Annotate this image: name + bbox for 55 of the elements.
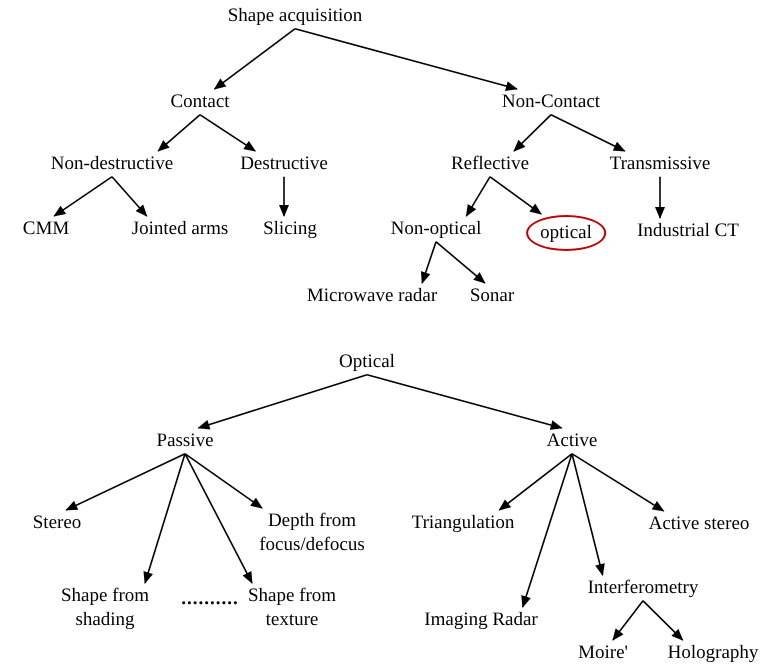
arrow bbox=[294, 28, 518, 91]
node-label: Interferometry bbox=[588, 576, 698, 600]
node-label: Triangulation bbox=[412, 511, 514, 535]
node-label: Moire' bbox=[578, 641, 628, 665]
node-label: Active bbox=[546, 429, 598, 453]
node-label: Sonar bbox=[470, 284, 514, 308]
arrow bbox=[214, 28, 296, 90]
node-label: Shape from shading bbox=[50, 584, 160, 632]
arrow bbox=[612, 600, 644, 641]
node-label: Non-optical bbox=[390, 217, 482, 241]
arrow bbox=[366, 374, 563, 430]
node-label: Reflective bbox=[450, 152, 530, 176]
node-label: Imaging Radar bbox=[424, 608, 538, 632]
arrow bbox=[572, 453, 664, 512]
node-label: Transmissive bbox=[610, 152, 710, 176]
arrow bbox=[279, 176, 289, 217]
node-label: Destructive bbox=[240, 152, 328, 176]
node-label: Microwave radar bbox=[306, 284, 438, 308]
arrow bbox=[655, 176, 665, 219]
arrow bbox=[490, 176, 542, 215]
arrow bbox=[111, 176, 148, 217]
arrow bbox=[521, 454, 573, 608]
node-label: Jointed arms bbox=[132, 217, 228, 241]
arrow bbox=[157, 114, 201, 152]
arrow bbox=[200, 114, 256, 152]
node-label: Optical bbox=[339, 350, 395, 374]
arrow bbox=[65, 453, 186, 511]
node-label: Passive bbox=[156, 429, 214, 453]
arrow bbox=[642, 600, 684, 641]
node-label: Active stereo bbox=[648, 512, 750, 536]
arrow bbox=[466, 176, 491, 217]
arrow bbox=[198, 374, 368, 430]
arrow bbox=[435, 241, 486, 284]
node-label: Holography bbox=[668, 641, 758, 665]
node-label: Shape acquisition bbox=[228, 4, 362, 28]
arrow bbox=[184, 453, 253, 584]
node-label: Stereo bbox=[32, 511, 82, 535]
arrow bbox=[53, 176, 112, 217]
circled-label: optical bbox=[526, 215, 606, 251]
arrow bbox=[513, 114, 552, 152]
arrow bbox=[571, 454, 605, 576]
arrow bbox=[184, 453, 263, 509]
node-label: Non-destructive bbox=[50, 152, 174, 176]
node-label: Contact bbox=[170, 90, 230, 114]
arrow bbox=[143, 454, 186, 584]
arrow bbox=[550, 114, 626, 152]
arrow bbox=[420, 242, 437, 284]
node-label: Industrial CT bbox=[637, 219, 739, 243]
node-label: Slicing bbox=[263, 217, 317, 241]
node-label: Shape from texture bbox=[237, 584, 347, 632]
node-label: Depth from focus/defocus bbox=[247, 509, 377, 556]
arrow bbox=[498, 453, 572, 511]
node-label: Non-Contact bbox=[502, 90, 600, 114]
node-label: CMM bbox=[22, 217, 70, 241]
ellipsis-dots: .......... bbox=[181, 587, 239, 611]
